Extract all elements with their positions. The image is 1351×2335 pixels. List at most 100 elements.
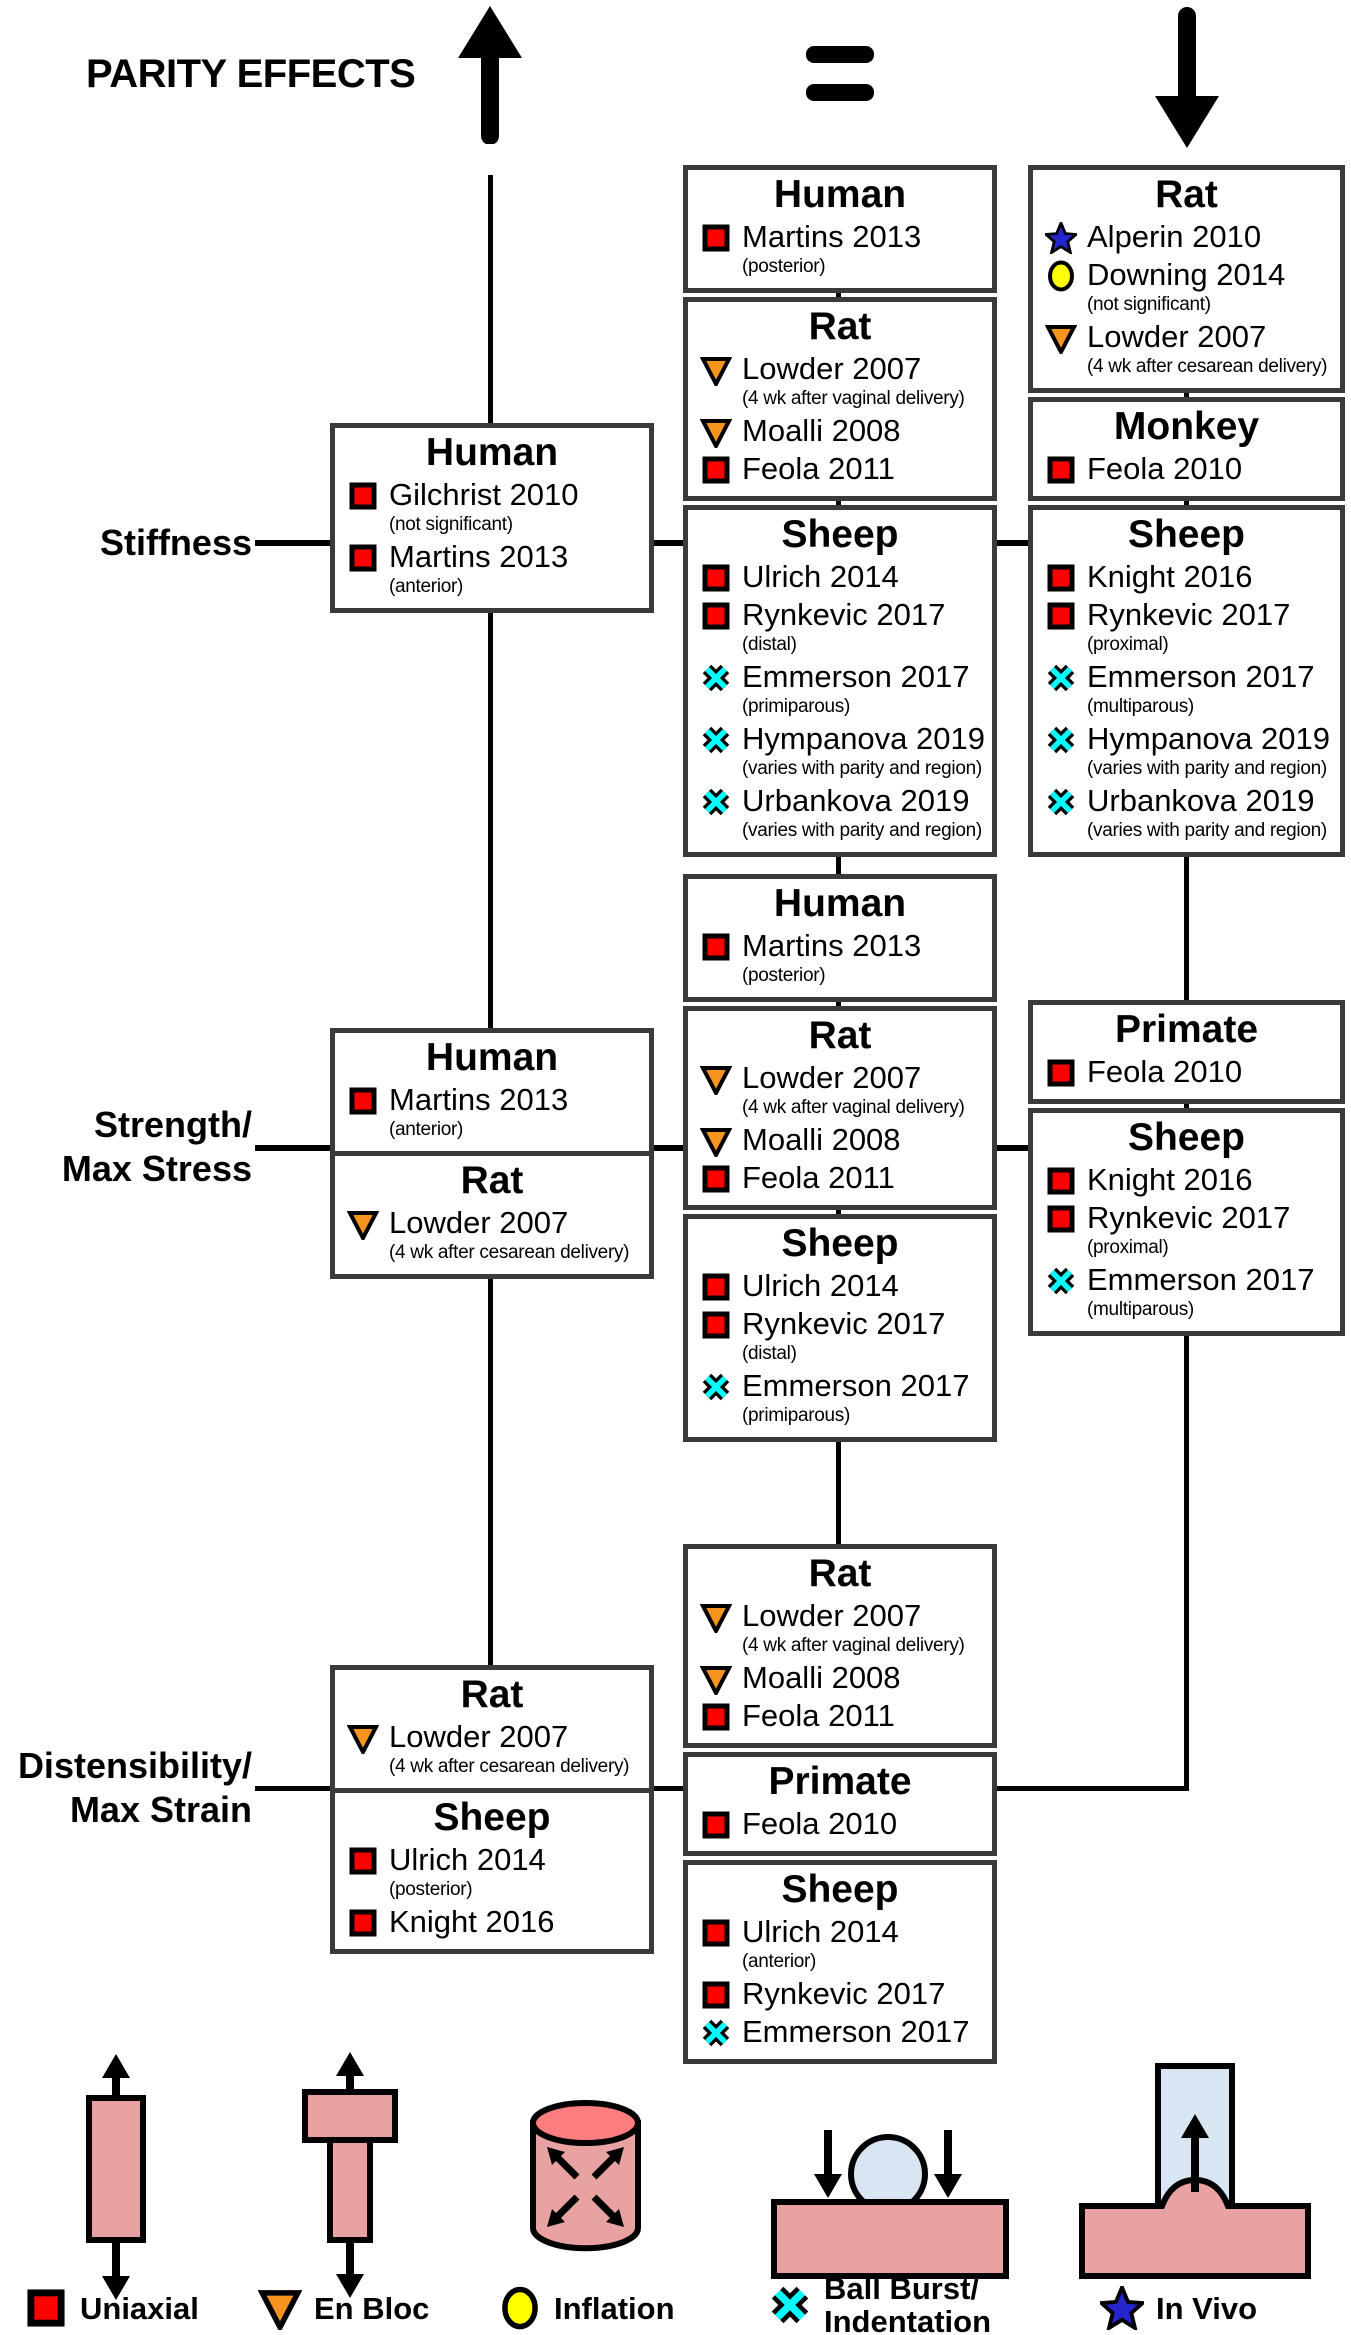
study-entry-text: Rynkevic 2017 <box>742 1976 945 2012</box>
uniaxial-marker-icon <box>347 1082 389 1117</box>
study-citation: Feola 2010 <box>1087 1054 1243 1089</box>
legend-label-en-bloc: En Bloc <box>314 2290 430 2326</box>
study-citation: Emmerson 2017 <box>1087 659 1315 694</box>
study-entry: Feola 2010 <box>1037 1053 1336 1091</box>
study-note: (posterior) <box>389 1879 473 1900</box>
species-header: Rat <box>808 305 872 348</box>
study-entry-text: Feola 2010 <box>1087 451 1242 487</box>
study-entry-text: Martins 2013(posterior) <box>742 928 921 988</box>
inflation-marker-icon <box>1045 257 1087 292</box>
enbloc-marker-icon <box>700 1060 742 1095</box>
ballburst-marker-icon <box>700 721 742 756</box>
study-entry-text: Martins 2013(posterior) <box>742 219 921 279</box>
study-citation: Rynkevic 2017 <box>742 1306 946 1341</box>
study-entry: Knight 2016 <box>1037 558 1336 596</box>
study-citation: Feola 2011 <box>742 451 895 486</box>
study-entry-text: Emmerson 2017(primiparous) <box>742 1368 969 1428</box>
study-note: (posterior) <box>742 965 826 986</box>
uniaxial-marker-icon <box>1045 1162 1087 1197</box>
ballburst-marker-icon <box>1045 721 1087 756</box>
ball-burst-marker-icon <box>768 2283 812 2327</box>
study-entry-text: Lowder 2007(4 wk after cesarean delivery… <box>389 1205 630 1265</box>
study-entry: Rynkevic 2017(proximal) <box>1037 596 1336 658</box>
study-entry: Gilchrist 2010(not significant) <box>339 476 645 538</box>
enbloc-marker-icon <box>700 1660 742 1695</box>
study-note: (primiparous) <box>742 1405 851 1426</box>
study-entry-text: Emmerson 2017 <box>742 2014 969 2050</box>
uniaxial-specimen-icon <box>86 2054 146 2300</box>
study-entry-text: Downing 2014(not significant) <box>1087 257 1285 317</box>
legend-item-inflation: Inflation <box>498 2286 675 2330</box>
study-entry-text: Emmerson 2017(multiparous) <box>1087 1262 1314 1322</box>
study-note: (proximal) <box>1087 1237 1169 1258</box>
study-entry-text: Knight 2016 <box>1087 1162 1252 1198</box>
uniaxial-marker-icon <box>700 1806 742 1841</box>
study-entry-text: Urbankova 2019(varies with parity and re… <box>742 783 982 843</box>
study-citation: Ulrich 2014 <box>389 1842 546 1877</box>
study-entry: Lowder 2007(4 wk after vaginal delivery) <box>692 350 988 412</box>
study-citation: Lowder 2007 <box>389 1205 569 1240</box>
species-header: Sheep <box>1127 1116 1246 1159</box>
ballburst-marker-icon <box>1045 659 1087 694</box>
study-entry: Emmerson 2017(primiparous) <box>692 658 988 720</box>
study-citation: Rynkevic 2017 <box>742 1976 946 2011</box>
study-note: (4 wk after vaginal delivery) <box>742 388 965 409</box>
study-citation: Rynkevic 2017 <box>742 597 946 632</box>
study-entry: Emmerson 2017(multiparous) <box>1037 658 1336 720</box>
study-citation: Lowder 2007 <box>1087 319 1267 354</box>
study-entry-text: Feola 2010 <box>1087 1054 1242 1090</box>
legend-label-in-vivo: In Vivo <box>1156 2290 1258 2326</box>
study-entry: Martins 2013(posterior) <box>692 927 988 989</box>
uniaxial-marker-icon <box>347 477 389 512</box>
study-citation: Feola 2011 <box>742 1698 895 1733</box>
study-entry: Ulrich 2014 <box>692 558 988 596</box>
study-citation: Lowder 2007 <box>742 351 922 386</box>
study-citation: Rynkevic 2017 <box>1087 597 1291 632</box>
study-entry-text: Ulrich 2014(anterior) <box>742 1914 899 1974</box>
inflation-specimen-icon <box>530 2100 641 2252</box>
study-entry-text: Feola 2011 <box>742 1698 895 1734</box>
study-citation: Ulrich 2014 <box>742 1268 899 1303</box>
study-citation: Hympanova 2019 <box>742 721 985 756</box>
study-entry: Knight 2016 <box>1037 1161 1336 1199</box>
study-entry: Rynkevic 2017(distal) <box>692 596 988 658</box>
study-entry: Feola 2010 <box>1037 450 1336 488</box>
study-citation: Emmerson 2017 <box>1087 1262 1315 1297</box>
study-citation: Ulrich 2014 <box>742 559 899 594</box>
enbloc-marker-icon <box>1045 319 1087 354</box>
study-entry: Downing 2014(not significant) <box>1037 256 1336 318</box>
study-citation: Feola 2011 <box>742 1160 895 1195</box>
study-entry: Martins 2013(posterior) <box>692 218 988 280</box>
ballburst-marker-icon <box>700 659 742 694</box>
species-header: Rat <box>460 1159 524 1202</box>
study-note: (distal) <box>742 1343 797 1364</box>
study-citation: Martins 2013 <box>389 539 569 574</box>
study-citation: Alperin 2010 <box>1087 219 1262 254</box>
study-entry: Urbankova 2019(varies with parity and re… <box>692 782 988 844</box>
study-note: (4 wk after cesarean delivery) <box>389 1242 630 1263</box>
study-entry: Martins 2013(anterior) <box>339 1081 645 1143</box>
species-header: Sheep <box>781 1222 899 1265</box>
enbloc-marker-icon <box>700 351 742 386</box>
study-note: (proximal) <box>1087 634 1169 655</box>
study-entry: Lowder 2007(4 wk after cesarean delivery… <box>339 1718 645 1780</box>
ballburst-marker-icon <box>700 783 742 818</box>
study-note: (multiparous) <box>1087 1299 1194 1320</box>
study-note: (4 wk after cesarean delivery) <box>1087 356 1328 377</box>
study-entry-text: Feola 2011 <box>742 451 895 487</box>
species-header: Human <box>773 882 907 925</box>
study-note: (varies with parity and region) <box>1087 758 1327 779</box>
